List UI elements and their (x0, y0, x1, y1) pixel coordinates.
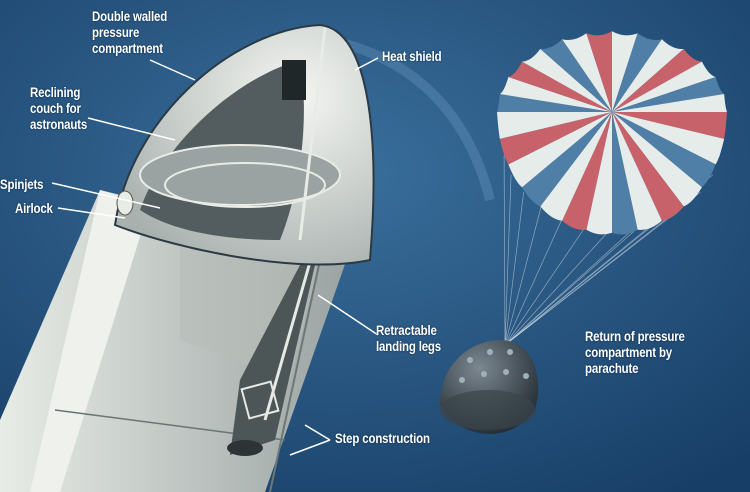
shroud-line (504, 206, 542, 346)
canopy-gore (612, 112, 702, 207)
canopy-gore (499, 76, 612, 112)
canopy-gore (540, 112, 612, 221)
canopy-gore (562, 112, 612, 230)
canopy-gore (612, 112, 725, 165)
shroud-line (504, 174, 512, 346)
label-reclining-couch: Reclining couch for astronauts (30, 84, 88, 132)
shroud-line (504, 192, 524, 346)
canopy-gore (508, 61, 612, 112)
label-parachute-return: Return of pressure compartment by parach… (585, 328, 685, 376)
leader-lines (51, 57, 379, 456)
canopy-gore (508, 112, 612, 188)
shroud-line (503, 155, 506, 346)
parachute (497, 31, 727, 346)
shroud-line (504, 227, 613, 346)
canopy-gore (522, 48, 612, 112)
canopy-gore (612, 33, 662, 113)
label-landing-legs: Retractable landing legs (376, 322, 442, 354)
canopy-gore (612, 94, 727, 112)
shroud-line (504, 224, 638, 346)
canopy-gore (612, 112, 684, 221)
canopy-gore (612, 112, 727, 139)
label-heat-shield: Heat shield (382, 48, 442, 64)
label-double-walled-compartment: Double walled pressure compartment (92, 8, 168, 56)
canopy-gore (612, 76, 725, 112)
label-spinjets: Spinjets (0, 176, 44, 192)
shroud-line (504, 224, 587, 346)
canopy-gore (612, 61, 716, 112)
canopy-gore (612, 31, 638, 112)
canopy-gore (562, 33, 612, 113)
canopy-gore (612, 39, 684, 112)
landing-leg (227, 261, 315, 456)
label-step-construction: Step construction (335, 430, 430, 446)
canopy-gore (612, 48, 702, 112)
canopy-gore (497, 112, 612, 139)
canopy-gore (540, 39, 612, 112)
canopy-gore (612, 112, 716, 188)
label-airlock: Airlock (15, 200, 53, 216)
pressure-compartment-cutaway (113, 23, 375, 266)
canopy-gore (586, 112, 612, 235)
shroud-line (504, 218, 563, 346)
returning-capsule (440, 340, 539, 434)
glow-trail (328, 35, 495, 202)
canopy-gore (612, 112, 638, 235)
canopy-gore (586, 31, 612, 112)
canopy-gore (499, 112, 612, 165)
canopy-gore (612, 112, 662, 230)
canopy-gore (522, 112, 612, 207)
canopy-gore (497, 94, 612, 112)
